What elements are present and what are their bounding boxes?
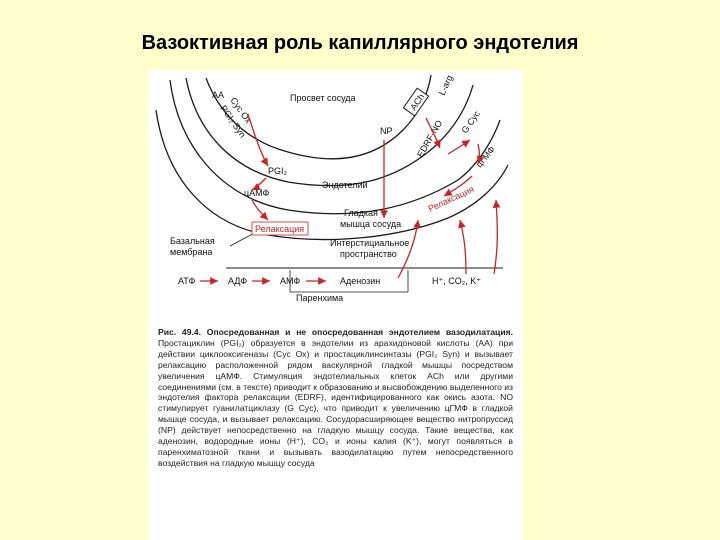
label-pgi2: PGI₂ bbox=[268, 166, 288, 176]
label-endothelium: Эндотелий bbox=[322, 180, 368, 190]
label-basal-1: Базальная bbox=[170, 236, 215, 246]
label-smooth-muscle-2: мышца сосуда bbox=[340, 219, 401, 229]
label-basal-2: мембрана bbox=[170, 247, 212, 257]
arrow-ions-up bbox=[458, 219, 467, 275]
label-adp: АДФ bbox=[228, 276, 247, 286]
figure: AA Cyc Ox PGI₂ Syn Просвет сосуда ACh L-… bbox=[148, 70, 523, 540]
label-g-cyc: G Cyc bbox=[459, 109, 482, 136]
label-relaxation-left: Релаксация bbox=[255, 224, 304, 234]
label-ions: H⁺, CO₂, K⁺ bbox=[432, 276, 481, 286]
label-interstitial-2: пространство bbox=[340, 249, 397, 259]
vasodilation-diagram: AA Cyc Ox PGI₂ Syn Просвет сосуда ACh L-… bbox=[155, 74, 509, 303]
endothelium-upper-curve bbox=[185, 77, 474, 187]
arrow-camp-to-relaxation bbox=[251, 199, 269, 221]
endothelium-lower-curve bbox=[169, 79, 501, 215]
caption-body: Простациклин (PGI₂) образуется в эндотел… bbox=[158, 337, 513, 468]
slide-title: Вазоктивная роль капиллярного эндотелия bbox=[141, 32, 579, 54]
label-camp: цАМФ bbox=[244, 188, 270, 198]
label-smooth-muscle-1: Гладкая bbox=[344, 208, 378, 218]
label-l-arg: L-arg bbox=[437, 74, 455, 97]
ach-box bbox=[402, 87, 430, 117]
label-cgmp: цГМФ bbox=[474, 144, 497, 169]
arrow-ions-right bbox=[492, 199, 501, 275]
arrow-edrf-to-gcyc bbox=[447, 139, 471, 155]
label-atp: АТФ bbox=[178, 276, 195, 286]
label-adenosine: Аденозин bbox=[340, 276, 380, 286]
arrow-pgi2-to-camp bbox=[251, 177, 267, 191]
arrow-aa-to-pgi2 bbox=[247, 113, 269, 167]
label-aa: AA bbox=[212, 90, 224, 100]
arrow-gcyc-to-cgmp bbox=[476, 143, 485, 165]
label-relaxation-right: Релаксация bbox=[427, 184, 476, 214]
label-interstitial-1: Интерстициальное bbox=[330, 238, 409, 248]
arrow-ach-to-edrf bbox=[425, 117, 441, 149]
caption-lead: Рис. 49.4. Опосредованная и не опосредов… bbox=[158, 327, 513, 337]
arrow-cgmp-to-relaxation bbox=[443, 175, 473, 197]
label-lumen: Просвет сосуда bbox=[290, 93, 356, 103]
label-parenchyma: Паренхима bbox=[296, 293, 343, 303]
figure-caption: Рис. 49.4. Опосредованная и не опосредов… bbox=[158, 327, 513, 469]
label-np: NP bbox=[380, 126, 393, 136]
relaxation-left-box bbox=[251, 221, 309, 236]
arrow-adenosine-up bbox=[397, 219, 422, 279]
smooth-muscle-curve bbox=[155, 109, 509, 241]
